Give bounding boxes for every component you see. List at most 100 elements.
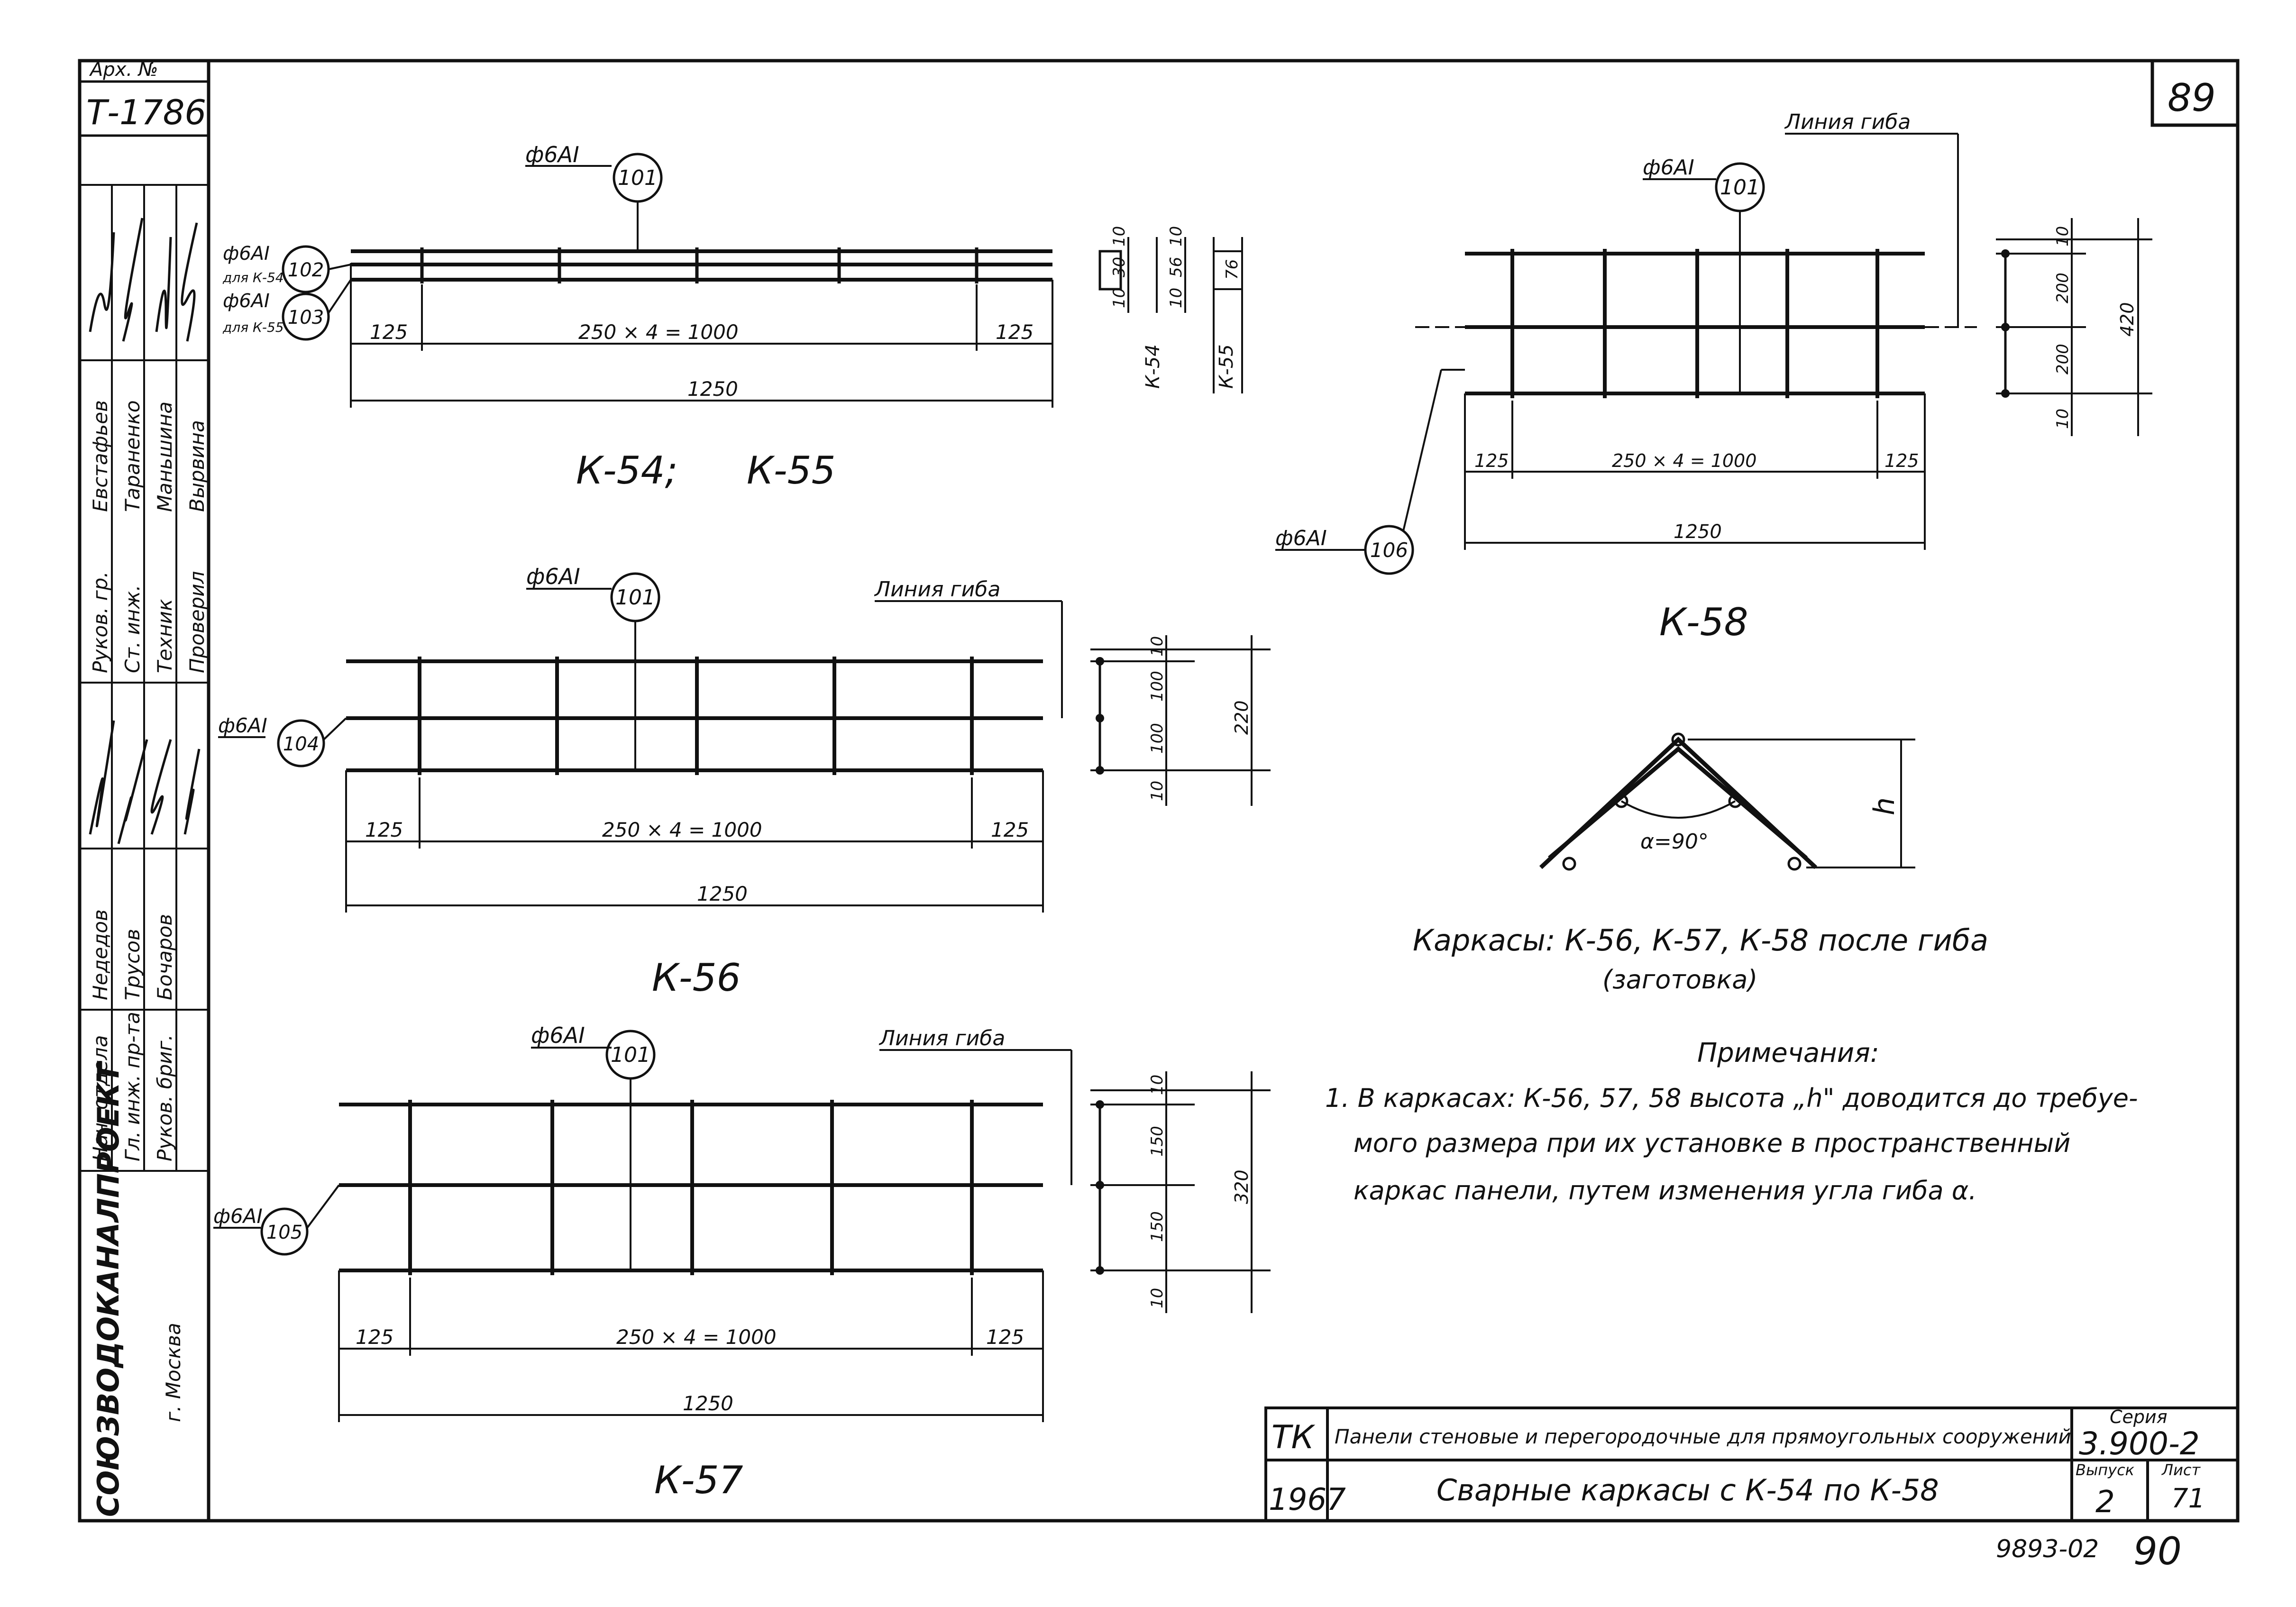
bent-h: h — [1868, 797, 1901, 815]
stamp-name-6: Трусов — [121, 929, 144, 1000]
k54-dim-125-left: 125 — [370, 320, 408, 344]
k58-sec-total: 420 — [2117, 302, 2138, 337]
k58-bend-line: Линия гиба — [1784, 110, 1911, 134]
k56-sec-dim-4: 10 — [1148, 781, 1167, 801]
archive-label: Арх. № — [89, 59, 158, 81]
k58-sec-dim-4: 10 — [2053, 409, 2072, 429]
tb-issue-label: Выпуск — [2076, 1461, 2135, 1479]
bent-angle: α=90° — [1640, 830, 1709, 854]
k56-dim-1000: 250 × 4 = 1000 — [602, 818, 762, 841]
k56-pos-101: 101 — [615, 585, 655, 610]
title-k57: К-57 — [654, 1458, 743, 1502]
k57-sec-dim-2: 150 — [1148, 1126, 1167, 1157]
k54-dim-125-right: 125 — [996, 320, 1034, 344]
k56-sec-total: 220 — [1231, 700, 1252, 735]
tb-subject: Панели стеновые и перегородочные для пря… — [1335, 1425, 2071, 1448]
k54-for-k54: для К-54 — [222, 270, 284, 285]
title-k56: К-56 — [652, 956, 741, 1000]
k54-pos-102: 102 — [288, 259, 324, 281]
tb-drawing-title: Сварные каркасы с К-54 по К-58 — [1436, 1473, 1939, 1507]
k54-sec-dim-a2: 30 — [1110, 257, 1129, 277]
archive-number: Т-1786 — [86, 92, 206, 132]
k57-dim-125-right: 125 — [986, 1325, 1024, 1349]
k58-pos-101: 101 — [1720, 175, 1760, 200]
k54-sec-dim-b2: 56 — [1167, 257, 1186, 277]
k54-rebar-102: ф6АI — [223, 243, 270, 265]
k58-pos-106: 106 — [1370, 539, 1408, 562]
k57-bend-line: Линия гиба — [878, 1026, 1005, 1050]
stamp-role-2: Ст. инж. — [121, 585, 144, 673]
sheet-frame — [78, 59, 2240, 1523]
title-k54: К-54; — [576, 448, 677, 493]
k54-for-k55: для К-55 — [222, 320, 284, 335]
k56-dim-125-right: 125 — [991, 818, 1029, 841]
tb-series-label: Серия — [2110, 1406, 2168, 1427]
stamp-name-4: Вырвина — [185, 420, 209, 512]
title-k55: К-55 — [747, 448, 835, 493]
stamp-role-4: Проверил — [185, 571, 209, 673]
k57-rebar-105: ф6АI — [213, 1205, 263, 1228]
k58-rebar-106: ф6АI — [1275, 526, 1327, 550]
k56-dim-1250: 1250 — [697, 882, 748, 905]
k54-rebar-101: ф6АI — [525, 142, 579, 167]
k56-sec-dim-3: 100 — [1148, 723, 1167, 754]
tb-series-value: 3.900-2 — [2079, 1425, 2200, 1462]
stamp-role-1: Руков. гр. — [89, 571, 112, 673]
k57-dim-1250: 1250 — [683, 1392, 733, 1415]
notes-line-1: 1. В каркасах: К-56, 57, 58 высота „h" д… — [1325, 1083, 2138, 1113]
k58-dim-125-right: 125 — [1884, 450, 1919, 471]
bent-caption-1: Каркасы: К-56, К-57, К-58 после гиба — [1413, 923, 1988, 958]
stamp-role-7: Руков. бриг. — [153, 1034, 176, 1161]
notes-line-2: мого размера при их установке в простран… — [1354, 1128, 2070, 1158]
k54-sec-dim-b3: 10 — [1167, 288, 1186, 308]
tb-year: 1967 — [1269, 1482, 1346, 1517]
k54-sec-dim-b1: 10 — [1167, 226, 1186, 247]
stamp-city: г. Москва — [162, 1323, 185, 1422]
k58-sec-dim-1: 10 — [2053, 226, 2072, 247]
k58-sec-dim-3: 200 — [2053, 344, 2072, 374]
bent-frame-sketch: α=90° h Каркасы: К-56, К-57, К-58 после … — [1413, 732, 1988, 995]
notes-title: Примечания: — [1697, 1038, 1879, 1068]
k54-pos-101: 101 — [618, 166, 658, 190]
k54-dim-1000: 250 × 4 = 1000 — [578, 320, 739, 344]
tb-tk: ТК — [1271, 1419, 1316, 1456]
k56-bend-line: Линия гиба — [874, 577, 1000, 602]
k54-sec-dim-total: 76 — [1223, 259, 1242, 280]
k57-dim-1000: 250 × 4 = 1000 — [616, 1325, 777, 1349]
tb-issue-value: 2 — [2095, 1485, 2115, 1520]
stamp-name-7: Бочаров — [153, 914, 176, 1000]
k58-dim-1250: 1250 — [1674, 521, 1722, 543]
frame-k56: 125 250 × 4 = 1000 125 1250 ф6АI 101 Лин… — [218, 564, 1271, 1000]
k57-sec-dim-3: 150 — [1148, 1211, 1167, 1242]
frame-k58: 125 250 × 4 = 1000 125 1250 ф6АI 101 Лин… — [1275, 110, 2152, 644]
k54-sec-dim-a3: 10 — [1110, 288, 1129, 308]
notes: Примечания: 1. В каркасах: К-56, 57, 58 … — [1325, 1038, 2138, 1205]
k57-pos-101: 101 — [611, 1043, 650, 1067]
k54-rebar-103: ф6АI — [223, 290, 270, 312]
k57-pos-105: 105 — [266, 1222, 302, 1243]
stamp-org: СОЮЗВОДОКАНАЛПРОЕКТ — [91, 1060, 126, 1517]
k56-dim-125-left: 125 — [365, 818, 403, 841]
page-number: 89 — [2168, 76, 2216, 120]
title-block: ТК 1967 Панели стеновые и перегородочные… — [1264, 1406, 2239, 1522]
k54-sec-label-a: К-54 — [1142, 344, 1164, 389]
tb-sheet-value: 71 — [2171, 1483, 2205, 1514]
title-k58: К-58 — [1659, 600, 1748, 644]
k57-sec-total: 320 — [1231, 1169, 1252, 1204]
stamp-role-6: Гл. инж. пр-та — [121, 1012, 144, 1161]
k57-dim-125-left: 125 — [356, 1325, 393, 1349]
k57-rebar-101: ф6АI — [531, 1023, 585, 1048]
bottom-page: 90 — [2133, 1529, 2182, 1573]
k54-dim-1250: 1250 — [687, 377, 738, 401]
k57-sec-dim-1: 10 — [1148, 1075, 1167, 1095]
k56-rebar-104: ф6АI — [218, 714, 267, 737]
tb-sheet-label: Лист — [2161, 1461, 2201, 1479]
stamp-name-3: Маньшина — [153, 402, 176, 512]
k58-dim-125-left: 125 — [1474, 450, 1509, 471]
stamp-name-1: Евстафьев — [89, 400, 112, 512]
stamp-name-2: Тараненко — [121, 400, 144, 512]
stamp-name-5: Недедов — [89, 909, 112, 1000]
k54-sec-label-b: К-55 — [1216, 344, 1237, 389]
stamp-role-5: Нач. отдела — [89, 1035, 112, 1161]
